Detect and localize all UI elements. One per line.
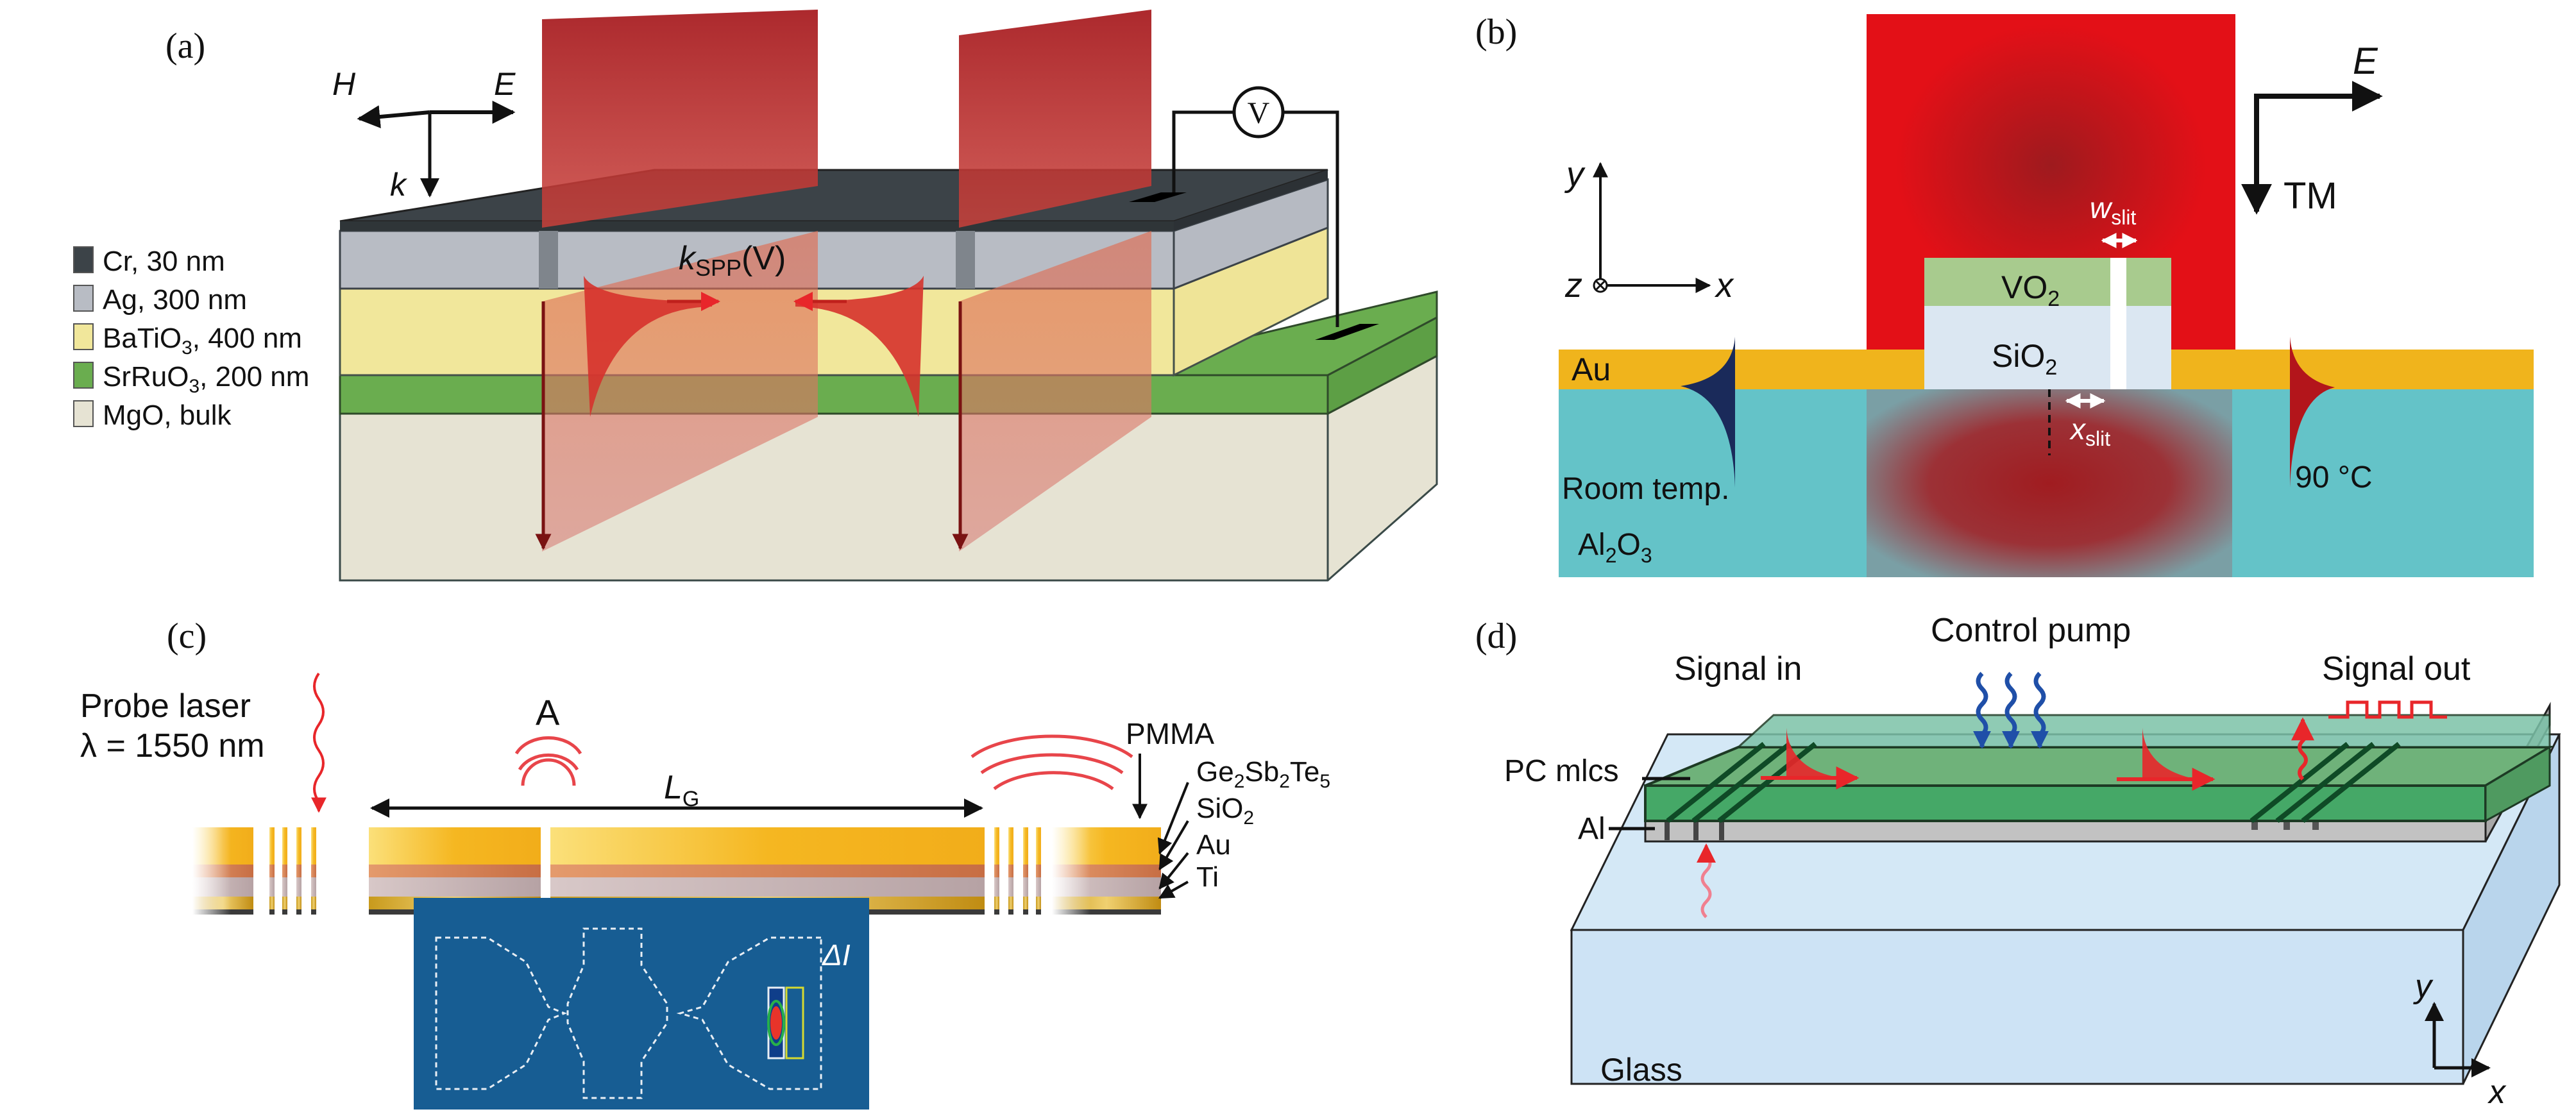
svg-text:E: E (2353, 40, 2378, 82)
cr-layer (339, 169, 1328, 231)
control-pump-waves (1973, 671, 2049, 749)
panel-c: (c) Probe laser λ = 1550 nm A LG PMMA Ge… (80, 616, 1330, 1110)
h-field-label: H (332, 66, 356, 102)
legend-item: Cr, 30 nm (73, 246, 225, 277)
svg-text:y: y (1564, 155, 1586, 194)
gst-label: Ge2Sb2Te5 (1196, 756, 1330, 792)
slit (2110, 258, 2126, 389)
voltmeter-label: V (1248, 96, 1270, 130)
grating-segment (1023, 827, 1028, 915)
svg-text:Cr, 30 nm: Cr, 30 nm (103, 246, 225, 277)
signal-out-label: Signal out (2322, 650, 2471, 688)
c-ti-label: Ti (1196, 861, 1219, 893)
signal-in-wave (1697, 843, 1716, 918)
svg-text:MgO, bulk: MgO, bulk (103, 400, 232, 431)
spp-pulse-1 (1761, 728, 1860, 789)
spp-field-profiles (584, 276, 924, 417)
voltmeter-icon (1232, 86, 1285, 139)
stack-fade (1052, 827, 1090, 915)
vo2-layer (1924, 258, 2171, 306)
w-slit-label: wslit (2090, 191, 2136, 229)
x-slit-label: xslit (2069, 412, 2110, 450)
pc-mlcs-label: PC mlcs (1504, 754, 1619, 788)
pmma-label: PMMA (1126, 717, 1214, 750)
e-field-label: E (494, 66, 516, 102)
voltmeter-circuit: V (1172, 86, 1339, 327)
emission-waves-right (970, 734, 1133, 790)
kspp-label: kSPP(V) (679, 240, 786, 281)
panel-c-tag: (c) (167, 616, 207, 656)
probe-laser-label: Probe laser (80, 688, 251, 725)
svg-text:Ag, 300 nm: Ag, 300 nm (103, 284, 247, 316)
beam-right (952, 10, 1151, 552)
sio2-layer (1924, 306, 2171, 389)
svg-text:x: x (2487, 1074, 2507, 1111)
b-coordinate-axes: y x z (1564, 155, 1734, 305)
al-label: Al (1578, 812, 1606, 846)
grating-segment (269, 827, 275, 915)
d-coordinate-axes: y x (2413, 968, 2507, 1111)
svg-text:y: y (2413, 968, 2434, 1005)
signal-out-wave (2291, 717, 2314, 781)
signal-in-label: Signal in (1674, 650, 1802, 688)
al2o3-label: Al2O3 (1578, 528, 1652, 567)
glass-label: Glass (1600, 1052, 1682, 1088)
grating-segment (994, 827, 999, 915)
probe-laser-wave (311, 672, 326, 813)
svg-text:TM: TM (2284, 175, 2337, 217)
c-sio2-label: SiO2 (1196, 793, 1254, 829)
pc-mlcs-layer (1644, 714, 2555, 823)
svg-text:x: x (1714, 266, 1734, 305)
grating-segment (282, 827, 287, 915)
panel-b-tag: (b) (1475, 12, 1517, 52)
legend-item: BaTiO3, 400 nm (73, 323, 302, 359)
grating-segment (311, 827, 316, 915)
control-pump-label: Control pump (1931, 612, 2131, 649)
panel-b: (b) VO2 SiO2 Au wslit xslit Room temp. A… (1475, 12, 2534, 577)
svg-text:SrRuO3, 200 nm: SrRuO3, 200 nm (103, 361, 309, 397)
grating-segment (1036, 827, 1041, 915)
layer-legend: Cr, 30 nm Ag, 300 nm BaTiO3, 400 nm SrRu… (73, 246, 309, 431)
delta-i-label: ΔI (822, 938, 851, 972)
svg-text:BaTiO3, 400 nm: BaTiO3, 400 nm (103, 323, 302, 359)
legend-item: SrRuO3, 200 nm (73, 361, 309, 397)
spp-pulse-2 (2117, 728, 2216, 791)
legend-item: Ag, 300 nm (73, 284, 247, 316)
panel-a-tag: (a) (165, 26, 205, 66)
legend-item: MgO, bulk (73, 400, 232, 431)
svg-text:z: z (1564, 266, 1582, 305)
room-temp-label: Room temp. (1562, 472, 1729, 506)
polarization-axes: H E k (332, 66, 516, 203)
emission-waves-a (514, 736, 582, 786)
c-au-label: Au (1196, 829, 1231, 861)
au-label: Au (1572, 351, 1611, 387)
vo2-label: VO2 (2001, 269, 2060, 311)
srruo3-layer (339, 291, 1438, 416)
hot-temp-label: 90 °C (2295, 460, 2373, 494)
lg-label: LG (664, 769, 699, 811)
hot-profile (2290, 337, 2335, 487)
k-vector-label: k (390, 167, 408, 203)
probe-wavelength-label: λ = 1550 nm (80, 727, 265, 764)
stack-fade (192, 827, 231, 915)
panel-a: (a) H E k (73, 10, 1438, 582)
panel-d: (d) (1475, 612, 2561, 1111)
polarization-tm: E TM (2241, 40, 2383, 217)
panel-d-tag: (d) (1475, 616, 1517, 656)
sio2-label: SiO2 (1992, 338, 2057, 380)
signal-out-pulse-icon (2328, 700, 2447, 719)
grating-segment (1008, 827, 1013, 915)
grating-segment (296, 827, 301, 915)
room-temp-profile (1681, 337, 1735, 487)
simulation-inset: ΔI (414, 898, 869, 1110)
layer-pointers (1157, 782, 1189, 899)
a-label: A (536, 692, 560, 732)
